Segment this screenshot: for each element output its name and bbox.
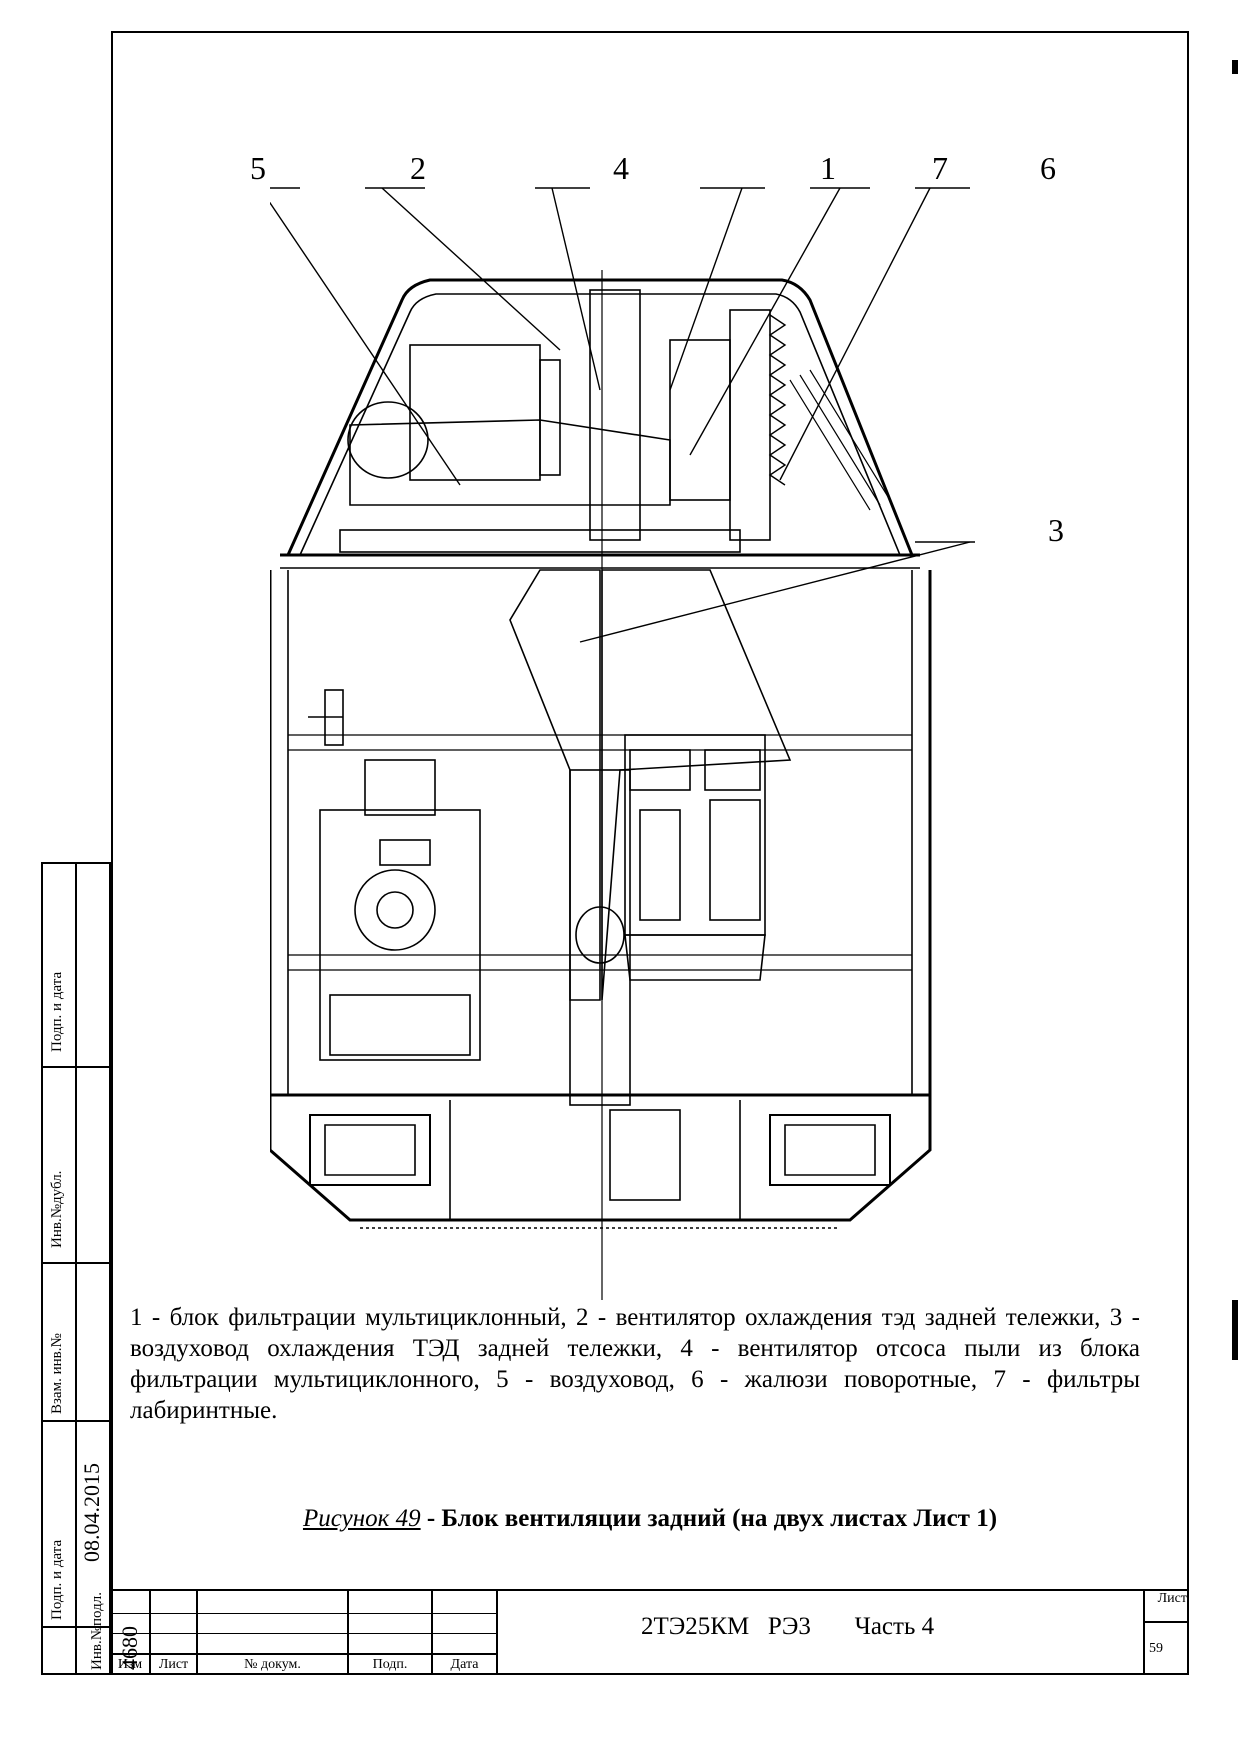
sheet-label: Лист xyxy=(1157,1591,1187,1606)
ventilation-block-drawing xyxy=(270,187,975,1300)
side-stamp: Подп. и дата Инв.№дубл. Взам. инв.№ Подп… xyxy=(41,862,142,1675)
fan-housing xyxy=(347,401,429,479)
leader-lines xyxy=(270,187,975,643)
figure-number: Рисунок 49 xyxy=(302,1505,421,1532)
title-block: Изм Лист № докум. Подп. Дата 2ТЭ25КМ РЭ3… xyxy=(111,1589,1189,1675)
side-label-podp-data-1: Подп. и дата xyxy=(49,971,65,1052)
callout-7: 7 xyxy=(932,150,948,186)
col-podp: Подп. xyxy=(372,1657,408,1672)
document-code: 2ТЭ25КМ РЭ3 Часть 4 xyxy=(641,1613,935,1640)
labyrinth-filter xyxy=(768,314,787,486)
col-doc-num: № докум. xyxy=(244,1657,301,1672)
page-frame xyxy=(111,31,1189,1675)
callout-6: 6 xyxy=(1040,150,1056,186)
figure-separator: - xyxy=(420,1505,442,1532)
edge-mark xyxy=(1232,60,1238,74)
figure-title: Рисунок 49 - Блок вентиляции задний (на … xyxy=(111,1505,1189,1533)
fan-column xyxy=(589,289,641,541)
body-bottom xyxy=(270,1093,932,1222)
side-label-inv-dubl: Инв.№дубл. xyxy=(49,1170,65,1248)
col-izm: Изм xyxy=(117,1657,143,1672)
sheet-number: 59 xyxy=(1149,1641,1163,1656)
side-cell-podp-1: Подп. и дата xyxy=(41,862,111,1068)
duct-3-left xyxy=(509,569,601,1001)
side-cell-inv-dubl: Инв.№дубл. xyxy=(41,1066,111,1264)
callout-1: 1 xyxy=(820,150,836,186)
col-list: Лист xyxy=(158,1657,189,1672)
edge-mark xyxy=(1232,1300,1238,1360)
roof-inner xyxy=(299,293,901,556)
callout-3: 3 xyxy=(1048,512,1064,548)
figure-name: Блок вентиляции задний (на двух листах Л… xyxy=(441,1505,998,1532)
side-date: 08.04.2015 xyxy=(79,1463,104,1562)
air-duct-5 xyxy=(349,419,671,506)
side-cell-inv-podl-inner xyxy=(41,1626,111,1675)
col-date: Дата xyxy=(450,1657,479,1672)
side-cell-vzam: Взам. инв.№ xyxy=(41,1262,111,1422)
figure-legend: 1 - блок фильтрации мультициклонный, 2 -… xyxy=(130,1304,1140,1424)
side-label-inv-podl: Инв.№подл. xyxy=(89,1592,105,1670)
callout-5: 5 xyxy=(250,150,266,186)
side-label-vzam-inv: Взам. инв.№ xyxy=(49,1333,65,1414)
side-label-podp-data-2: Подп. и дата xyxy=(49,1539,65,1620)
louvers xyxy=(789,369,891,511)
filter-frame xyxy=(729,309,771,541)
callout-2: 2 xyxy=(410,150,426,186)
left-unit xyxy=(319,809,481,1061)
filter-box xyxy=(409,344,541,481)
callout-4: 4 xyxy=(613,150,629,186)
roof-outline xyxy=(286,278,914,556)
